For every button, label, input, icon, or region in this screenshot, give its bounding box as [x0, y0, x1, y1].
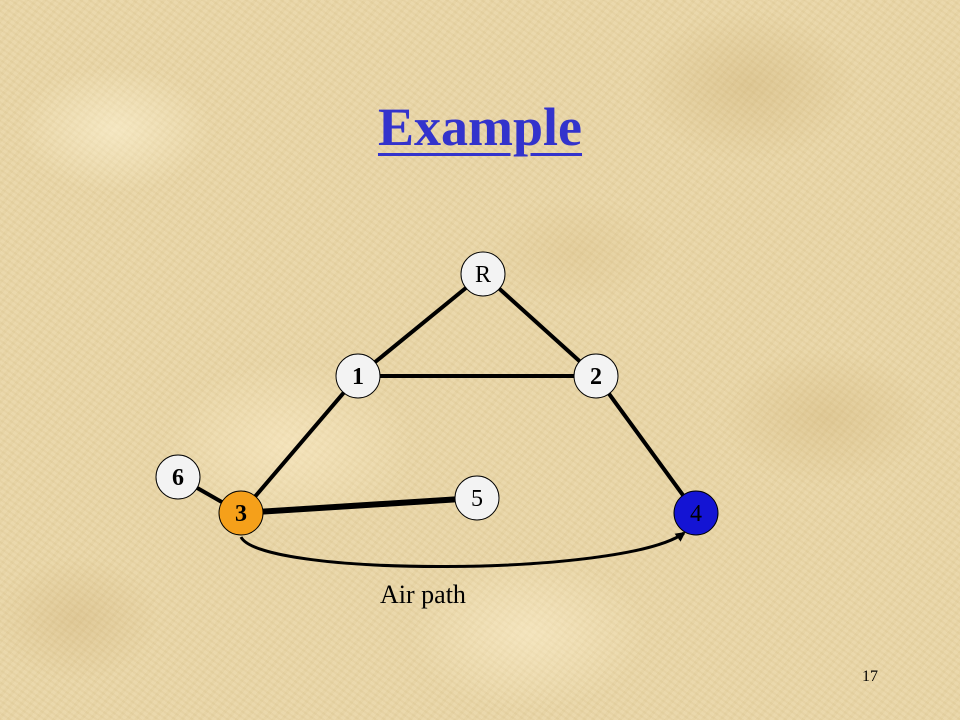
air-path-label: Air path: [380, 580, 466, 609]
node-circle-4: [673, 490, 719, 536]
node-2: 2: [573, 353, 619, 399]
edge-R-1: [356, 272, 485, 378]
node-6: 6: [155, 454, 201, 500]
node-label-3: 3: [235, 501, 247, 527]
page-number: 17: [862, 668, 878, 685]
node-label-4: 4: [690, 501, 702, 527]
slide-title: Example: [377, 97, 582, 157]
node-circle-5: [454, 475, 500, 521]
edges: [176, 272, 698, 516]
node-5: 5: [454, 475, 500, 521]
node-r: R: [460, 251, 506, 297]
node-circle-r: [460, 251, 506, 297]
node-label-6: 6: [172, 465, 184, 491]
node-circle-1: [335, 353, 381, 399]
air-path-arrow: [239, 531, 686, 568]
node-label-r: R: [475, 262, 491, 288]
node-circle-2: [573, 353, 619, 399]
node-label-2: 2: [590, 364, 602, 390]
nodes: R 1 2 6 5 3 4: [155, 251, 719, 536]
edge-2-4: [594, 374, 698, 515]
air-path: Air path: [239, 531, 686, 609]
node-circle-6: [155, 454, 201, 500]
edge-3-5: [238, 495, 480, 516]
node-circle-3: [218, 490, 264, 536]
node-4: 4: [673, 490, 719, 536]
node-label-5: 5: [471, 486, 483, 512]
node-3: 3: [218, 490, 264, 536]
node-1: 1: [335, 353, 381, 399]
node-label-1: 1: [352, 364, 364, 390]
edge-1-3: [239, 374, 360, 515]
edge-R-2: [481, 272, 598, 378]
